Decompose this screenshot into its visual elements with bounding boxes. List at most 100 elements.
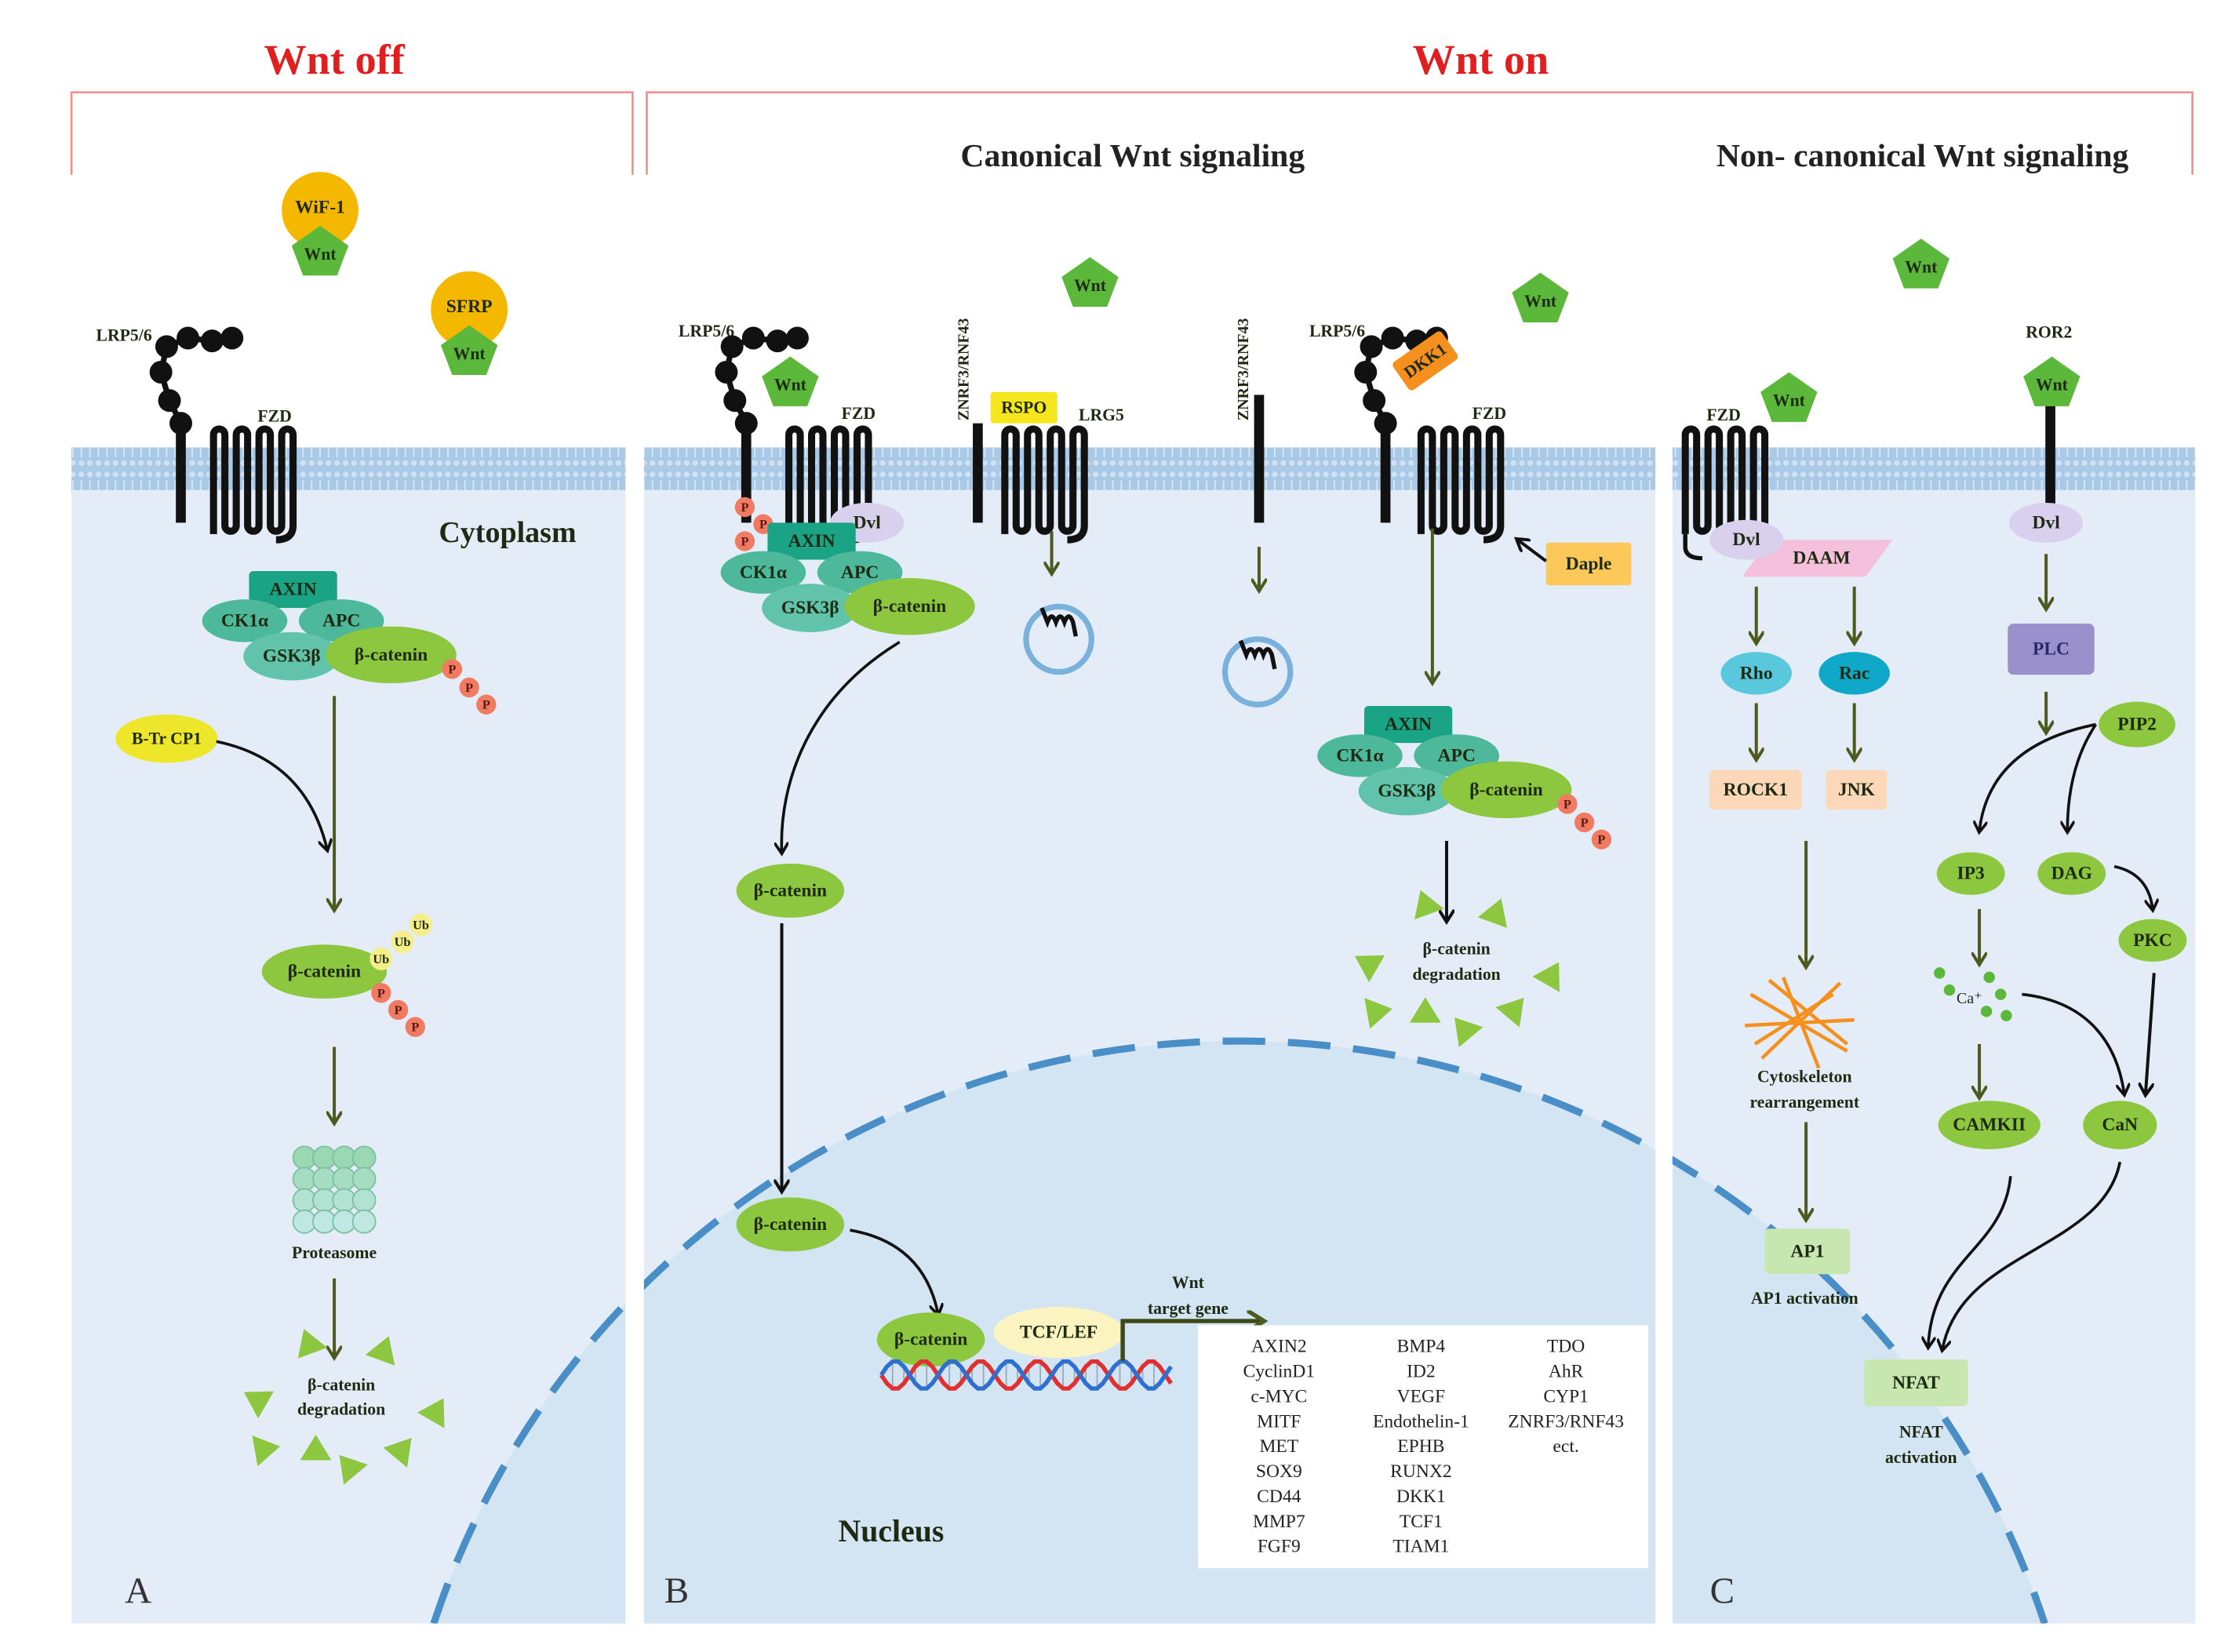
- axin-label: AXIN: [1385, 715, 1432, 735]
- nfat-label: NFAT: [1892, 1373, 1940, 1393]
- phosphate-group: P: [734, 497, 755, 518]
- panel-c-title: Non- canonical Wnt signaling: [1716, 138, 2129, 174]
- wnt-off-header: Wnt off: [264, 36, 405, 83]
- target-gene: MET: [1259, 1436, 1298, 1457]
- lgr5-receptor-icon: [1001, 425, 1088, 544]
- ubiquitin-group: Ub: [391, 930, 414, 954]
- phosphate-label: P: [448, 661, 456, 676]
- target-gene: AhR: [1549, 1362, 1584, 1382]
- calcium-ions-icon: [1934, 967, 2012, 1021]
- beta-catenin-ubiquitinated: β-catenin: [261, 944, 388, 999]
- panel-b-letter: B: [664, 1570, 689, 1611]
- dvl-label: Dvl: [854, 512, 882, 533]
- tcf-lef-shape: [993, 1306, 1124, 1359]
- curved-arrow: [2067, 723, 2098, 831]
- arrow: [2146, 973, 2156, 1093]
- curved-arrow: [1979, 722, 2096, 831]
- pip2-label: PIP2: [2117, 715, 2157, 735]
- ubiquitin-icon: [370, 947, 393, 970]
- lrp56-receptor-icon: [149, 326, 244, 523]
- proteasome-label: Proteasome: [292, 1243, 377, 1262]
- apc-label: APC: [1437, 745, 1475, 766]
- phosphate-group: P: [734, 531, 755, 551]
- axin: AXIN: [1363, 705, 1453, 744]
- transcription-arrow: [1120, 1321, 1261, 1361]
- dkk1-shape: [1392, 331, 1458, 391]
- rho-label: Rho: [1740, 663, 1773, 683]
- phosphate-label: P: [1581, 815, 1589, 830]
- lrp-label: LRP5/6: [1309, 322, 1365, 340]
- rspo: RSPO: [990, 391, 1058, 424]
- phosphate-label: P: [741, 533, 748, 548]
- rac-shape: [1818, 652, 1890, 695]
- beta-catenin-shape: [326, 626, 457, 684]
- curved-arrow: [1928, 1176, 2012, 1346]
- jnk: JNK: [1826, 770, 1888, 810]
- ip3-label: IP3: [1957, 864, 1985, 884]
- ck1a-shape: [1317, 734, 1403, 777]
- nucleus-envelope: [430, 1037, 2048, 1624]
- degraded-fragments-icon: [1354, 890, 1560, 1047]
- beta-catenin-bound-label: β-catenin: [894, 1330, 967, 1350]
- phosphate-icon: [476, 694, 497, 715]
- target-gene-label-1: Wnt: [1172, 1273, 1205, 1292]
- cytoskeleton-label-1: Cytoskeleton: [1757, 1068, 1852, 1086]
- fzd-label: FZD: [1706, 406, 1740, 424]
- ubiquitin-group: Ub: [410, 913, 433, 937]
- target-gene-label-2: target gene: [1148, 1299, 1229, 1318]
- ap1-shape: [1764, 1228, 1851, 1275]
- dvl-label: Dvl: [2033, 512, 2061, 533]
- ubiquitin-label: Ub: [413, 917, 429, 932]
- phosphate-label: P: [1564, 796, 1571, 811]
- phosphate-icon: [405, 1017, 425, 1037]
- tcf-lef-label: TCF/LEF: [1020, 1323, 1098, 1343]
- sfrp-label: SFRP: [446, 297, 493, 317]
- apc-label: APC: [322, 610, 360, 631]
- wnt-ligand: Wnt: [1892, 238, 1950, 289]
- beta-catenin-cytoplasmic: β-catenin: [736, 863, 845, 918]
- wnt-pentagon-icon: [1061, 257, 1119, 307]
- wif1-shape: [282, 172, 359, 249]
- pkc-shape: [2118, 919, 2187, 962]
- ubiquitin-icon: [410, 913, 433, 937]
- cytoplasm-label: Cytoplasm: [439, 516, 577, 549]
- beta-catenin-cytoplasmic-shape: [736, 863, 845, 918]
- wnt-label: Wnt: [1524, 292, 1557, 311]
- ip3-shape: [1936, 852, 2005, 895]
- dvl-shape: [2009, 503, 2084, 543]
- jnk-label: JNK: [1838, 780, 1876, 800]
- tcf-lef: TCF/LEF: [993, 1306, 1124, 1359]
- target-gene: VEGF: [1397, 1386, 1445, 1406]
- target-gene: MMP7: [1253, 1512, 1305, 1532]
- phosphate-icon: [459, 677, 479, 698]
- endocytic-vesicle-icon: [1023, 603, 1094, 675]
- target-gene: AXIN2: [1251, 1337, 1307, 1357]
- ck1a-shape: [720, 551, 806, 594]
- degradation-label-1: β-catenin: [308, 1376, 375, 1395]
- wnt-label: Wnt: [304, 245, 337, 264]
- rho-shape: [1720, 652, 1793, 695]
- dvl-label: Dvl: [1732, 529, 1760, 550]
- target-gene: BMP4: [1397, 1337, 1446, 1357]
- panel-c-letter: C: [1710, 1570, 1735, 1611]
- ap1-activation-label: AP1 activation: [1751, 1289, 1858, 1308]
- phosphate-label: P: [482, 697, 490, 712]
- wnt-pentagon-icon: [440, 325, 498, 376]
- can: CaN: [2083, 1101, 2157, 1149]
- phosphate-label: P: [759, 517, 767, 532]
- dvl: Dvl: [2009, 503, 2084, 543]
- dvl-shape: [1709, 519, 1784, 560]
- curved-arrow: [2022, 992, 2124, 1094]
- degraded-fragments-icon: [243, 1329, 445, 1485]
- phosphate-label: P: [465, 680, 473, 695]
- phosphate-group: P: [1557, 794, 1578, 814]
- wnt-ligand: Wnt: [1061, 257, 1119, 307]
- target-gene: TDO: [1547, 1337, 1585, 1357]
- target-gene: ID2: [1407, 1362, 1436, 1382]
- rac: Rac: [1818, 652, 1890, 695]
- axin-label: AXIN: [270, 579, 317, 599]
- dna-helix-icon: [879, 1359, 1173, 1391]
- target-gene: ect.: [1553, 1436, 1578, 1457]
- gsk3b: GSK3β: [762, 584, 859, 632]
